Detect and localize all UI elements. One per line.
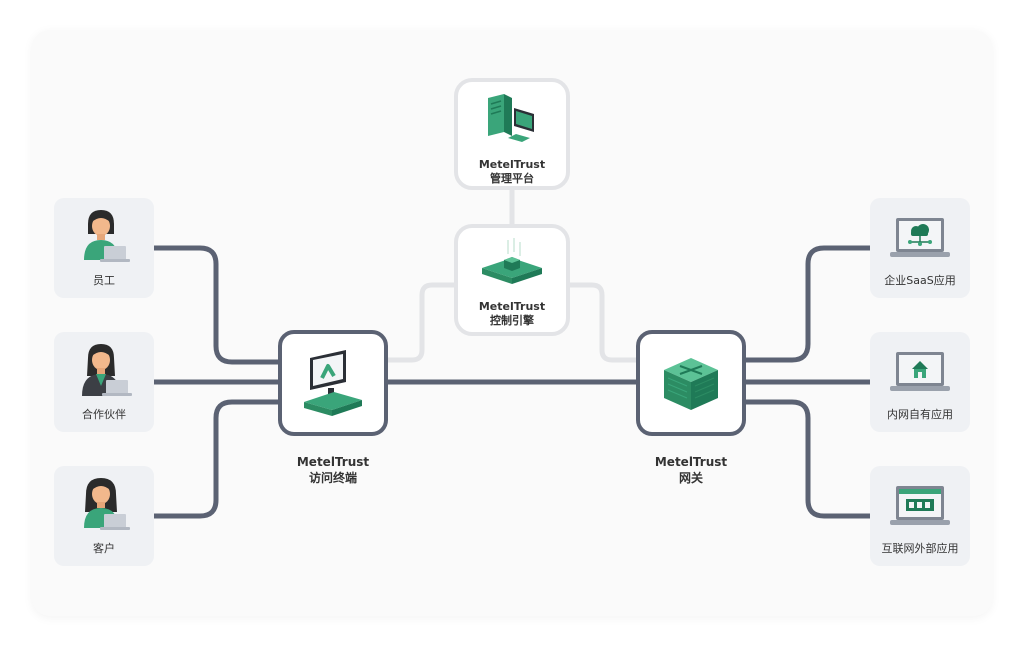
user-box-customer: 客户 xyxy=(54,466,154,566)
terminal-monitor-icon xyxy=(304,350,362,416)
terminal-subtitle: 访问终端 xyxy=(308,471,357,485)
customer-laptop-icon xyxy=(84,478,130,530)
access-terminal-node xyxy=(278,330,388,436)
terminal-label: MetelTrust 访问终端 xyxy=(272,454,394,486)
line-gateway-saas xyxy=(743,245,873,363)
control-engine-node: MetelTrust 控制引擎 xyxy=(454,224,570,336)
cloud-laptop-icon xyxy=(890,218,950,257)
user-label-customer: 客户 xyxy=(93,542,115,555)
user-box-partner: 合作伙伴 xyxy=(54,332,154,432)
line-employee-terminal xyxy=(151,245,281,365)
management-subtitle: 管理平台 xyxy=(490,172,534,185)
line-customer-terminal xyxy=(151,399,281,519)
terminal-title: MetelTrust xyxy=(296,455,370,469)
management-platform-node: MetelTrust 管理平台 xyxy=(454,78,570,190)
line-control-terminal xyxy=(385,282,458,363)
gateway-box-icon xyxy=(664,358,718,410)
gateway-subtitle: 网关 xyxy=(678,471,703,485)
app-label-intranet: 内网自有应用 xyxy=(887,408,953,421)
management-title: MetelTrust xyxy=(478,158,546,171)
user-box-employee: 员工 xyxy=(54,198,154,298)
control-subtitle: 控制引擎 xyxy=(490,314,534,327)
control-title: MetelTrust xyxy=(478,300,546,313)
user-label-partner: 合作伙伴 xyxy=(82,408,126,421)
app-box-internet: 互联网外部应用 xyxy=(870,466,970,566)
gateway-node xyxy=(636,330,746,436)
line-gateway-internet xyxy=(743,399,873,519)
home-laptop-icon xyxy=(890,352,950,391)
gateway-title: MetelTrust xyxy=(654,455,728,469)
partner-laptop-icon xyxy=(82,344,132,396)
app-label-saas: 企业SaaS应用 xyxy=(884,274,956,287)
employee-laptop-icon xyxy=(84,210,130,262)
chip-icon xyxy=(482,238,542,284)
app-box-saas: 企业SaaS应用 xyxy=(870,198,970,298)
server-monitor-icon xyxy=(488,94,534,142)
line-control-gateway xyxy=(566,282,639,363)
user-label-employee: 员工 xyxy=(93,274,115,287)
app-label-internet: 互联网外部应用 xyxy=(881,542,959,555)
app-box-intranet: 内网自有应用 xyxy=(870,332,970,432)
web-laptop-icon xyxy=(890,486,950,525)
gateway-label: MetelTrust 网关 xyxy=(630,454,752,486)
